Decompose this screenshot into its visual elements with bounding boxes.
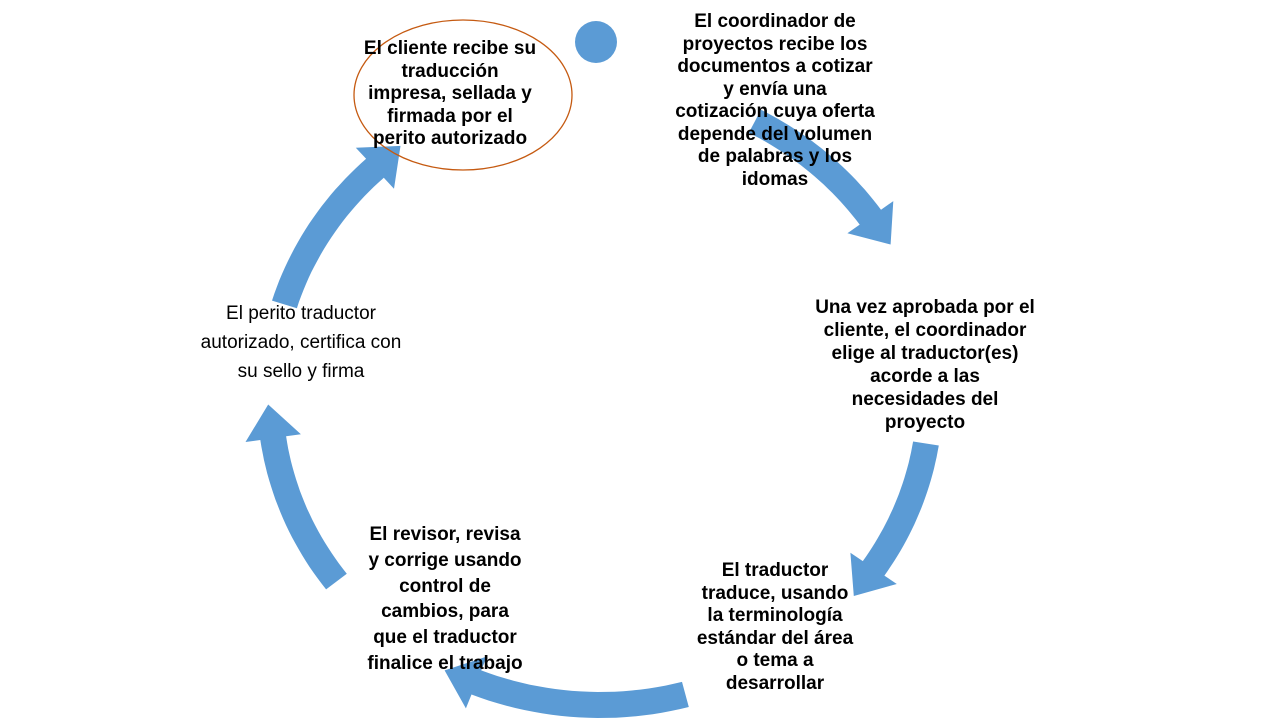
arrow-to-step-6 xyxy=(272,145,401,309)
step-review: El revisor, revisa y corrige usando cont… xyxy=(367,524,523,674)
arrow-to-step-3 xyxy=(850,441,939,596)
step-certify: El perito traductor autorizado, certific… xyxy=(200,303,402,382)
arrow-to-step-4 xyxy=(444,656,689,718)
step-client-receives: El cliente recibe su traducción impresa,… xyxy=(363,38,537,149)
arrow-to-step-5 xyxy=(245,404,347,590)
step-quote-by-coordinator: El coordinador de proyectos recibe los d… xyxy=(675,11,875,190)
start-marker-dot xyxy=(575,21,617,63)
step-assign-translator: Una vez aprobada por el cliente, el coor… xyxy=(815,297,1035,433)
arrow-to-step-2 xyxy=(748,109,894,245)
highlight-ring xyxy=(353,19,573,171)
step-translate: El traductor traduce, usando la terminol… xyxy=(696,560,854,694)
